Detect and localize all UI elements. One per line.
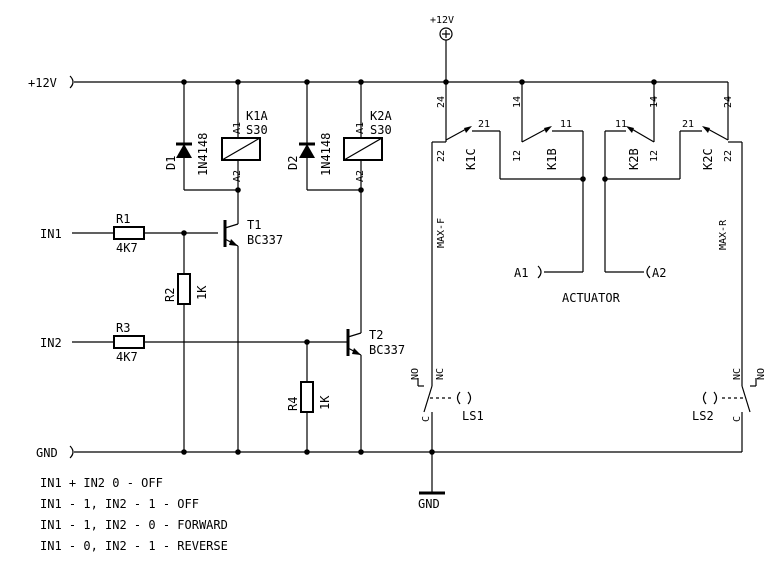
resistor-r1 bbox=[113, 226, 218, 240]
contact-k1c bbox=[431, 82, 583, 378]
k1a-pin-a1: A1 bbox=[232, 122, 243, 134]
r1-ref: R1 bbox=[116, 212, 130, 226]
diode-d1-ref: D1 bbox=[164, 156, 178, 170]
k2b-pin-11: 11 bbox=[615, 119, 627, 130]
resistor-r3 bbox=[113, 335, 348, 349]
k2b-pin-12: 12 bbox=[649, 150, 660, 162]
t1-type: BC337 bbox=[247, 233, 283, 247]
actuator-terminal-a1 bbox=[537, 265, 542, 279]
k2b-ref: K2B bbox=[627, 148, 641, 170]
resistor-r4 bbox=[300, 342, 314, 452]
k1a-type: S30 bbox=[246, 123, 268, 137]
contact-k1b bbox=[521, 82, 584, 273]
diode-d2 bbox=[299, 82, 361, 191]
ls1-no-label: NO bbox=[410, 368, 421, 380]
gnd-rail-label: GND bbox=[36, 446, 58, 460]
t2-type: BC337 bbox=[369, 343, 405, 357]
t2-ref: T2 bbox=[369, 328, 383, 342]
r2-ref: R2 bbox=[163, 288, 177, 302]
in1-label: IN1 bbox=[40, 227, 62, 241]
actuator-label: ACTUATOR bbox=[562, 291, 621, 305]
ls2-no-label: NO bbox=[756, 368, 767, 380]
k1b-pin-14: 14 bbox=[512, 96, 523, 108]
t1-ref: T1 bbox=[247, 218, 261, 232]
actuator-a2-label: A2 bbox=[652, 266, 666, 280]
truth-table-row: IN1 - 0, IN2 - 1 - REVERSE bbox=[40, 539, 228, 553]
supply-terminal-label: +12V bbox=[430, 15, 454, 26]
k2c-pin-22: 22 bbox=[723, 150, 734, 162]
r4-ref: R4 bbox=[286, 397, 300, 411]
relay-coil-k1a bbox=[221, 82, 261, 224]
ls2-nc-label: NC bbox=[732, 368, 743, 380]
ground-symbol-label: GND bbox=[418, 497, 440, 511]
k1a-ref: K1A bbox=[246, 109, 268, 123]
ls1-ref: LS1 bbox=[462, 409, 484, 423]
k1c-pin-21: 21 bbox=[478, 119, 490, 130]
truth-table-row: IN1 - 1, IN2 - 1 - OFF bbox=[40, 497, 199, 511]
v12-rail bbox=[69, 75, 728, 89]
k1b-pin-11: 11 bbox=[560, 119, 572, 130]
supply-terminal-symbol bbox=[439, 27, 453, 82]
actuator-a1-label: A1 bbox=[514, 266, 528, 280]
v12-rail-label: +12V bbox=[28, 76, 57, 90]
r3-ref: R3 bbox=[116, 321, 130, 335]
ground-symbol bbox=[419, 452, 445, 495]
truth-table: IN1 + IN2 0 - OFF IN1 - 1, IN2 - 1 - OFF… bbox=[40, 476, 228, 553]
r4-value: 1K bbox=[318, 395, 332, 410]
diode-d2-type: 1N4148 bbox=[319, 133, 333, 176]
transistor-t2 bbox=[346, 329, 362, 452]
ls2-c-label: C bbox=[732, 416, 743, 422]
diode-d2-ref: D2 bbox=[286, 156, 300, 170]
contact-k2c bbox=[605, 82, 743, 378]
k2a-pin-a1: A1 bbox=[355, 122, 366, 134]
relay-coil-k2a bbox=[343, 82, 383, 333]
k1b-pin-12: 12 bbox=[512, 150, 523, 162]
truth-table-row: IN1 + IN2 0 - OFF bbox=[40, 476, 163, 490]
k2b-pin-14: 14 bbox=[649, 96, 660, 108]
k1b-ref: K1B bbox=[545, 148, 559, 170]
limit-switch-ls1 bbox=[417, 378, 472, 452]
k1a-pin-a2: A2 bbox=[232, 170, 243, 182]
ls1-nc-label: NC bbox=[435, 368, 446, 380]
ls2-wire-label: MAX-R bbox=[718, 219, 729, 250]
in2-label: IN2 bbox=[40, 336, 62, 350]
diode-d1 bbox=[176, 82, 238, 191]
k1c-ref: K1C bbox=[464, 148, 478, 170]
r1-value: 4K7 bbox=[116, 241, 138, 255]
ls2-ref: LS2 bbox=[692, 409, 714, 423]
gnd-rail bbox=[69, 445, 742, 459]
k2a-ref: K2A bbox=[370, 109, 392, 123]
ls1-wire-label: MAX-F bbox=[436, 218, 447, 248]
diode-d1-type: 1N4148 bbox=[196, 133, 210, 176]
limit-switch-ls2 bbox=[702, 378, 757, 452]
k2a-type: S30 bbox=[370, 123, 392, 137]
k1c-pin-24: 24 bbox=[436, 96, 447, 108]
truth-table-row: IN1 - 1, IN2 - 0 - FORWARD bbox=[40, 518, 228, 532]
k2c-pin-21: 21 bbox=[682, 119, 694, 130]
contact-k2b bbox=[604, 82, 655, 273]
k2c-pin-24: 24 bbox=[723, 96, 734, 108]
k1c-pin-22: 22 bbox=[436, 150, 447, 162]
k2a-pin-a2: A2 bbox=[355, 170, 366, 182]
r2-value: 1K bbox=[195, 285, 209, 300]
ls1-c-label: C bbox=[421, 416, 432, 422]
transistor-t1 bbox=[223, 220, 239, 452]
resistor-r2 bbox=[177, 233, 191, 452]
r3-value: 4K7 bbox=[116, 350, 138, 364]
actuator-terminal-a2 bbox=[646, 265, 651, 279]
k2c-ref: K2C bbox=[701, 148, 715, 170]
